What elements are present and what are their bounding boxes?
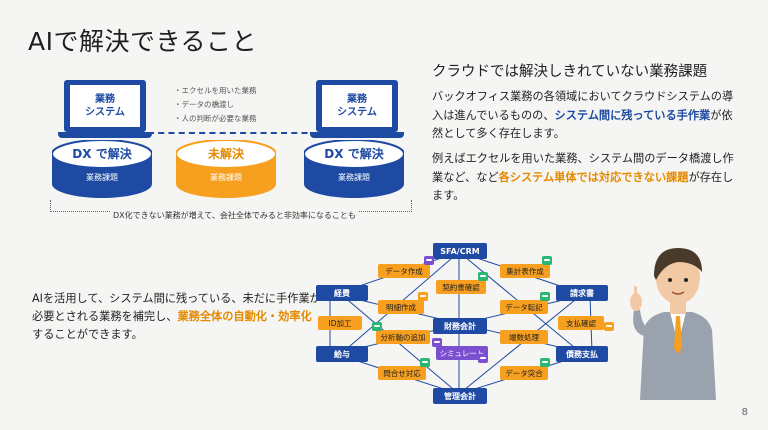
robot-icon	[432, 338, 442, 347]
task-data-create: データ作成	[378, 264, 430, 278]
monitor-left-line1: 業務	[95, 94, 115, 105]
robot-icon	[424, 256, 434, 265]
presenter-illustration	[630, 248, 716, 400]
task-bunseki: 分析軸の追加	[376, 330, 430, 344]
cylinder-shape	[303, 139, 405, 198]
robot-icon	[372, 322, 382, 331]
cylinder-sub: 業務課題	[338, 173, 370, 182]
task-bullet-list: ・エクセルを用いた業務 ・データの橋渡し ・人の判断が必要な業務	[174, 84, 257, 126]
task-data-totsugo: データ突合	[500, 366, 548, 380]
task-shiharai: 支払確認	[558, 316, 604, 330]
task-hasu: 端数処理	[500, 330, 548, 344]
robot-icon	[542, 256, 552, 265]
bullet-item: ・人の判断が必要な業務	[174, 114, 257, 123]
bullet-item: ・データの橋渡し	[174, 100, 234, 109]
cylinder-sub: 業務課題	[86, 173, 118, 182]
para1-highlight: システム間に残っている手作業	[554, 108, 711, 122]
task-shukei: 集計表作成	[500, 264, 550, 278]
paragraph-cloud-issue: バックオフィス業務の各領域においてクラウドシステムの導入は進んでいるものの、シス…	[432, 88, 742, 144]
system-monitor-right: 業務 システム	[310, 80, 404, 140]
task-simulate: シミュレート	[436, 346, 488, 360]
slide-title: AIで解決できること	[28, 27, 257, 56]
robot-icon	[418, 292, 428, 301]
ai-text-end: することができます。	[32, 328, 143, 341]
bullet-item: ・エクセルを用いた業務	[174, 86, 257, 95]
robot-icon	[540, 358, 550, 367]
robot-icon	[604, 322, 614, 331]
node-saimu: 債務支払	[556, 346, 608, 362]
section-heading: クラウドでは解決しきれていない業務課題	[432, 64, 708, 80]
node-keihi: 経費	[316, 285, 368, 301]
robot-icon	[420, 358, 430, 367]
para2-highlight: 各システム単体では対応できない課題	[498, 170, 689, 184]
cylinder-sub: 業務課題	[210, 173, 242, 182]
paragraph-ai-solution: AIを活用して、システム間に残っている、未だに手作業が必要とされる業務を補完し、…	[32, 290, 322, 344]
node-kyuyo: 給与	[316, 346, 368, 362]
monitor-right-line2: システム	[337, 107, 377, 118]
system-monitor-left: 業務 システム	[58, 80, 152, 140]
paragraph-examples: 例えばエクセルを用いた業務、システム間のデータ橋渡し作業など、など各システム単体…	[432, 150, 742, 206]
para1-text: バックオフィス業務の各領域においてクラウドシステムの導入は進んでいるものの、	[432, 90, 734, 122]
task-data-tenki: データ転記	[500, 300, 548, 314]
cylinder-label: DX で解決	[324, 147, 384, 161]
cylinder-label: 未解決	[207, 147, 244, 161]
cylinder-shape	[51, 139, 153, 198]
robot-icon	[478, 272, 488, 281]
robot-icon	[478, 354, 488, 363]
dashed-connector	[148, 132, 328, 134]
cylinder-dx-right: DX で解決 業務課題	[303, 139, 405, 198]
ai-text: AIを活用して、システム間に残っている、未だに手作業が必要とされる業務を補完し、	[32, 292, 321, 323]
para2-text-end: が存在します。	[432, 170, 734, 203]
para2-text: 例えばエクセルを用いた業務、システム間のデータ橋渡し作業など、など	[432, 152, 734, 184]
task-keiyaku: 契約書確認	[436, 280, 486, 294]
task-meisai: 明細作成	[378, 300, 424, 314]
task-id: ID加工	[318, 316, 362, 330]
node-seikyu: 請求書	[556, 285, 608, 301]
node-zaimu: 財務会計	[433, 318, 487, 334]
cylinder-dx-left: DX で解決 業務課題	[51, 139, 153, 198]
robot-icon	[540, 292, 550, 301]
cylinder-label: DX で解決	[72, 147, 132, 161]
node-sfa-crm: SFA/CRM	[433, 243, 487, 259]
task-toiawase: 問合せ対応	[378, 366, 426, 380]
page-number: 8	[741, 407, 748, 418]
para1-text-end: が依然として多く存在します。	[432, 108, 733, 141]
node-kanri: 管理会計	[433, 388, 487, 404]
monitor-left-line2: システム	[85, 107, 125, 118]
ai-highlight: 業務全体の自動化・効率化	[177, 310, 312, 323]
monitor-right-line1: 業務	[347, 94, 367, 105]
inefficiency-note: DX化できない業務が増えて、会社全体でみると非効率になることも	[110, 210, 359, 221]
